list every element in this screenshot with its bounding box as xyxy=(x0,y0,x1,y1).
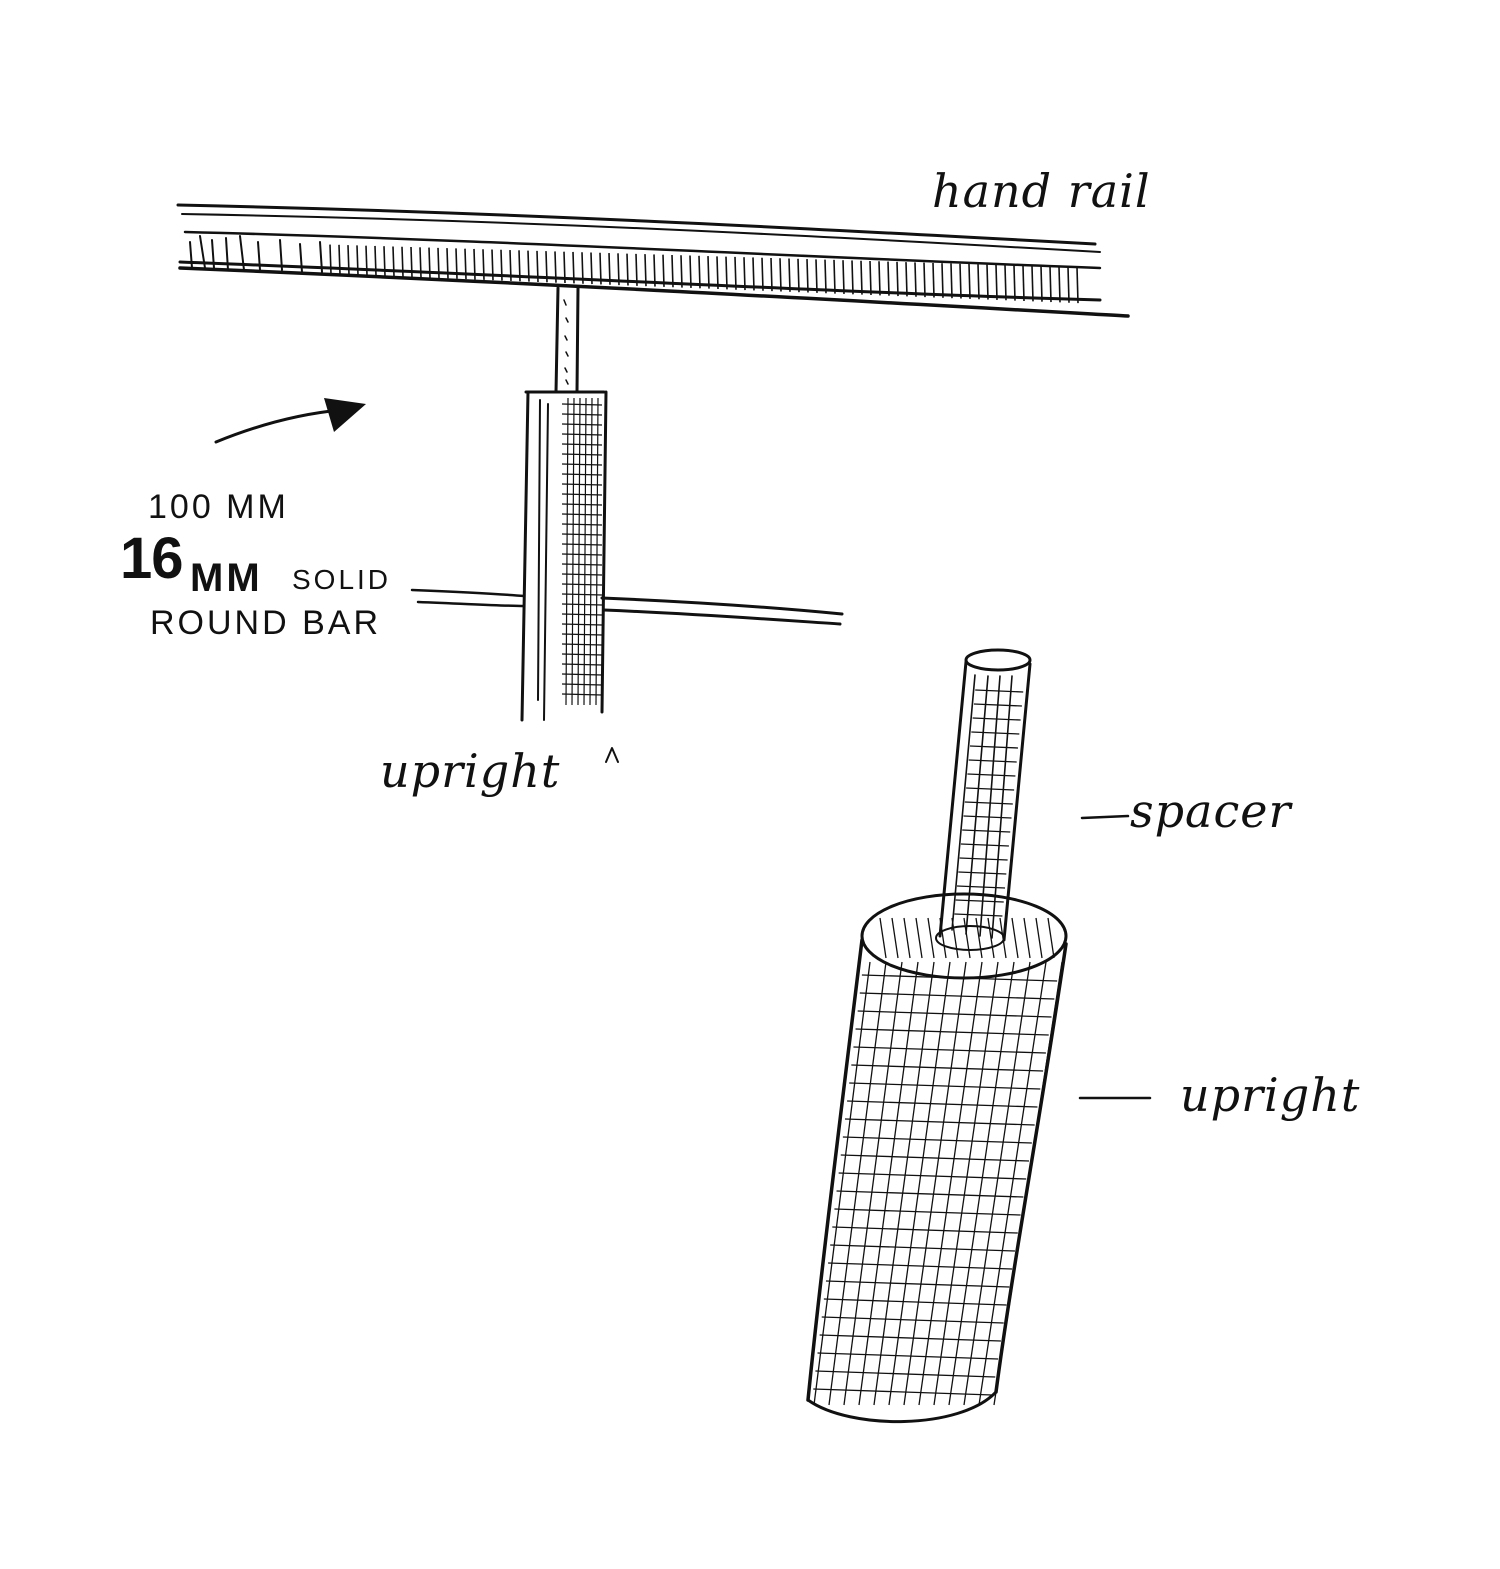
upright-caret xyxy=(605,747,619,763)
top-upright xyxy=(520,390,608,722)
perspective-spacer-hatching xyxy=(954,689,1024,917)
label-solid: SOLID xyxy=(292,564,392,595)
hand-rail xyxy=(176,203,1130,318)
perspective-upright-hatching xyxy=(813,917,1063,1406)
label-upright-top: upright xyxy=(380,744,561,798)
top-spacer xyxy=(554,286,580,394)
round-bar xyxy=(410,588,844,626)
top-upright-hatching xyxy=(561,397,603,706)
leader-lines xyxy=(1078,814,1152,1100)
arrow-icon xyxy=(214,398,366,444)
label-hand-rail: hand rail xyxy=(932,164,1151,218)
label-100mm: 100 MM xyxy=(148,488,289,526)
label-16-unit: MM xyxy=(190,556,263,600)
label-round-bar: ROUND BAR xyxy=(150,604,382,642)
label-spacer: spacer xyxy=(1130,784,1292,838)
perspective-spacer xyxy=(938,648,1032,942)
hand-rail-hatching xyxy=(329,244,1079,304)
label-16: 16 xyxy=(120,526,184,591)
label-upright-bottom: upright xyxy=(1180,1068,1361,1122)
